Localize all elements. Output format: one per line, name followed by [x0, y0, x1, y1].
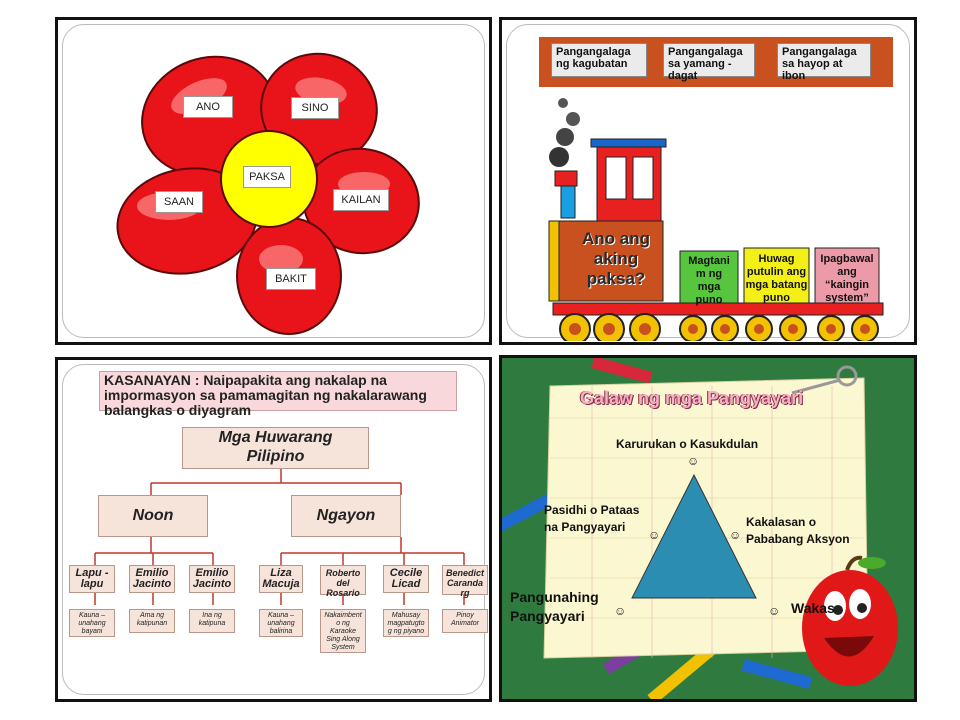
train-graphic	[548, 98, 884, 341]
falling-smiley-icon: ☺	[729, 528, 742, 542]
petal-label-kailan: KAILAN	[333, 189, 389, 211]
org-card: KASANAYAN : Naipapakita ang nakalap na i…	[62, 364, 488, 695]
panel-plot-diagram: Galaw ng mga Pangyayari Karurukan o Kasu…	[499, 355, 917, 702]
header-box-kagubatan: Pangangalaga ng kagubatan	[551, 43, 647, 77]
header-box-hayop: Pangangalaga sa hayop at ibon	[777, 43, 871, 82]
petal-label-ano: ANO	[183, 96, 233, 118]
rising-smiley-icon: ☺	[648, 528, 661, 542]
plot-title: Galaw ng mga Pangyayari	[580, 388, 804, 408]
exposition-smiley-icon: ☺	[614, 604, 627, 618]
panel-train: Pangangalaga ng kagubatan Pangangalaga s…	[499, 17, 917, 345]
plot-label-climax: Karurukan o Kasukdulan	[616, 437, 759, 451]
climax-smiley-icon: ☺	[687, 454, 700, 468]
apple-mascot	[802, 555, 898, 686]
org-connectors	[94, 469, 465, 605]
wagon-2-body	[743, 247, 810, 312]
kasanayan-box: KASANAYAN : Naipapakita ang nakalap na i…	[99, 371, 457, 418]
plot-background	[502, 358, 914, 699]
resolution-smiley-icon: ☺	[768, 604, 781, 618]
flower-center-label: PAKSA	[243, 166, 291, 188]
header-box-dagat: Pangangalaga sa yamang - dagat	[663, 43, 755, 82]
org-branch-ngayon: Ngayon	[291, 495, 401, 537]
plot-label-resolution: Wakas	[791, 600, 835, 616]
petal-label-bakit: BAKIT	[266, 268, 316, 290]
train-card: Pangangalaga ng kagubatan Pangangalaga s…	[506, 24, 910, 341]
petal-label-saan: SAAN	[155, 191, 203, 213]
org-branch-noon: Noon	[98, 495, 208, 537]
person-name-lapulapu: Lapu -lapu	[69, 565, 115, 593]
petal-label-sino: SINO	[291, 97, 339, 119]
wagon-1-body	[679, 250, 739, 312]
plot-triangle	[631, 473, 757, 599]
panel-flower: PAKSA ANO SINO SAAN KAILAN BAKIT	[55, 17, 492, 345]
wagon-3-body	[814, 247, 880, 312]
topic-header-bar: Pangangalaga ng kagubatan Pangangalaga s…	[539, 37, 893, 87]
panel-org-chart: KASANAYAN : Naipapakita ang nakalap na i…	[55, 357, 492, 702]
flower-card: PAKSA ANO SINO SAAN KAILAN BAKIT	[62, 24, 485, 338]
